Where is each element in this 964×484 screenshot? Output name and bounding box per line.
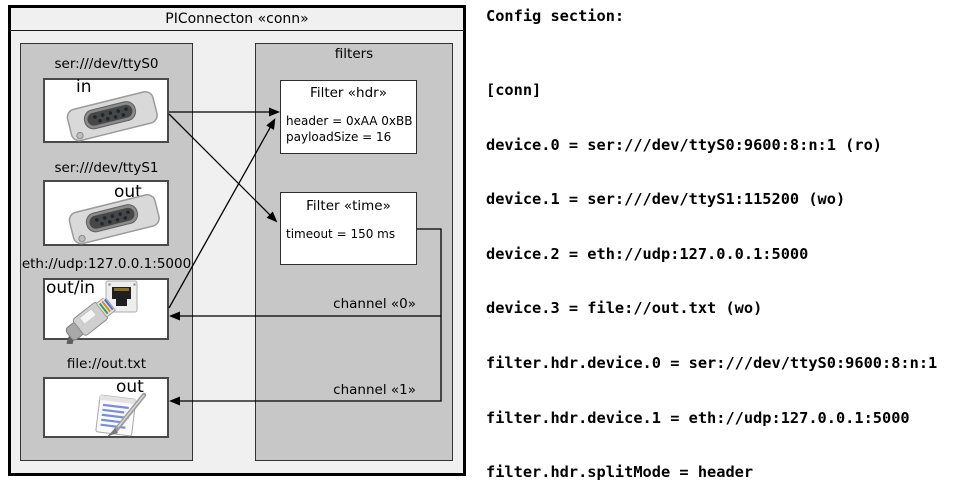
title-separator [10, 30, 464, 31]
filter-hdr-box [280, 80, 417, 154]
filter-hdr-title: Filter «hdr» [310, 85, 387, 101]
filter-time-attr: timeout = 150 ms [286, 227, 396, 241]
device-uri-label: eth://udp:127.0.0.1:5000 [21, 256, 192, 272]
diagram-title: PIConnecton «conn» [165, 11, 309, 27]
config-heading: Config section: [486, 7, 625, 25]
device-direction-label: out [116, 377, 144, 397]
filter-hdr-attr: header = 0xAA 0xBB [286, 114, 413, 128]
config-line: [conn] [486, 81, 542, 99]
config-line: device.0 = ser:///dev/ttyS0:9600:8:n:1 (… [486, 135, 883, 154]
serial-connector-icon [66, 90, 158, 142]
config-line: device.1 = ser:///dev/ttyS1:115200 (wo) [486, 190, 846, 209]
config-line: filter.hdr.splitMode = header [486, 463, 754, 482]
channel-0-label: channel «0» [333, 296, 416, 312]
config-line: filter.hdr.device.1 = eth://udp:127.0.0.… [486, 408, 910, 427]
filter-hdr-attr: payloadSize = 16 [286, 130, 392, 144]
serial-connector-icon [68, 193, 160, 245]
device-uri-label: ser:///dev/ttyS1 [54, 160, 159, 176]
ethernet-jack-icon [105, 280, 138, 313]
device-direction-label: out/in [46, 278, 96, 298]
device-uri-label: file://out.txt [66, 356, 147, 372]
device-direction-label: in [76, 77, 92, 97]
filter-time-title: Filter «time» [306, 198, 391, 214]
device-uri-label: ser:///dev/ttyS0 [54, 56, 159, 72]
filters-title: filters [334, 46, 374, 62]
config-line: device.3 = file://out.txt (wo) [486, 299, 763, 318]
notepad-pen-icon [95, 392, 147, 437]
config-line: device.2 = eth://udp:127.0.0.1:5000 [486, 244, 809, 263]
config-listing: [conn] device.0 = ser:///dev/ttyS0:9600:… [486, 45, 946, 484]
channel-1-label: channel «1» [333, 382, 416, 398]
config-line: filter.hdr.device.0 = ser:///dev/ttyS0:9… [486, 353, 938, 372]
ethernet-cable-plug-icon [65, 298, 117, 344]
